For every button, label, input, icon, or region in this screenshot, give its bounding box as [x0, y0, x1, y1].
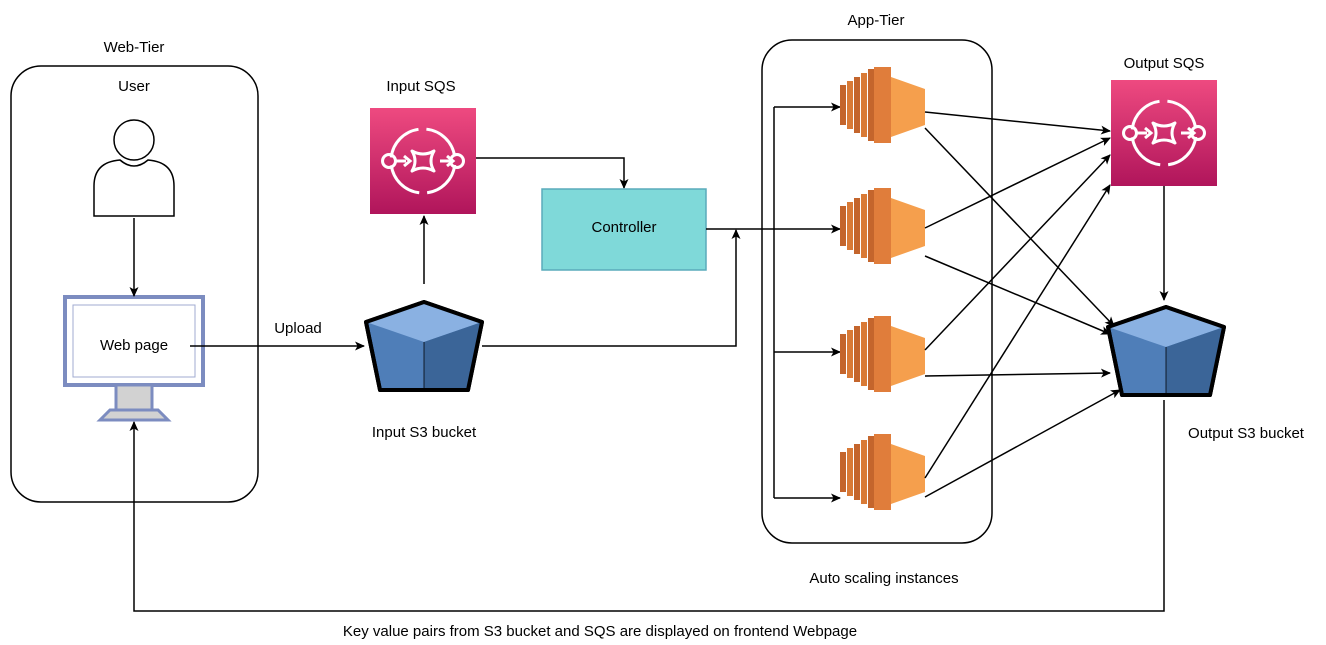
output-s3-bucket-icon — [1106, 305, 1226, 397]
app-tier-container — [761, 39, 993, 544]
app-tier-title: App-Tier — [848, 12, 905, 29]
input-s3-bucket-icon — [364, 300, 484, 392]
web-tier-title: Web-Tier — [104, 39, 165, 56]
ec2-instance-icon — [840, 434, 925, 510]
arrow-instance-1-to-output-sqs — [924, 111, 1111, 135]
controller-label: Controller — [591, 219, 656, 236]
footer-caption: Key value pairs from S3 bucket and SQS a… — [343, 623, 857, 640]
arrow-input-s3-to-app-tier — [482, 229, 741, 347]
ec2-instance-icon — [840, 67, 925, 143]
app-tier-caption: Auto scaling instances — [809, 570, 958, 587]
arrow-instance-2-to-output-s3 — [924, 255, 1111, 335]
arrow-instance-1-to-output-s3 — [924, 127, 1115, 327]
arrow-instance-3-to-output-s3 — [924, 368, 1111, 378]
arrow-instance-4-to-output-sqs — [924, 184, 1111, 479]
arrow-output-s3-to-webpage — [129, 400, 1165, 612]
webpage-label: Web page — [100, 337, 168, 354]
arrow-instance-2-to-output-sqs — [924, 137, 1111, 229]
controller-box — [541, 188, 707, 271]
arrow-input-sqs-to-controller — [476, 157, 629, 189]
output-sqs-label: Output SQS — [1124, 55, 1205, 72]
output-s3-label: Output S3 bucket — [1188, 425, 1305, 442]
user-label: User — [118, 78, 150, 95]
ec2-instance-icon — [840, 188, 925, 264]
user-icon — [93, 119, 175, 217]
input-sqs-label: Input SQS — [386, 78, 455, 95]
upload-label: Upload — [274, 320, 322, 337]
input-sqs-icon — [370, 108, 476, 214]
arrow-instance-4-to-output-s3 — [924, 389, 1121, 498]
input-s3-label: Input S3 bucket — [372, 424, 477, 441]
output-sqs-icon — [1111, 80, 1217, 186]
monitor-icon — [63, 295, 205, 422]
arrow-instance-3-to-output-sqs — [924, 154, 1111, 351]
ec2-instance-icon — [840, 316, 925, 392]
